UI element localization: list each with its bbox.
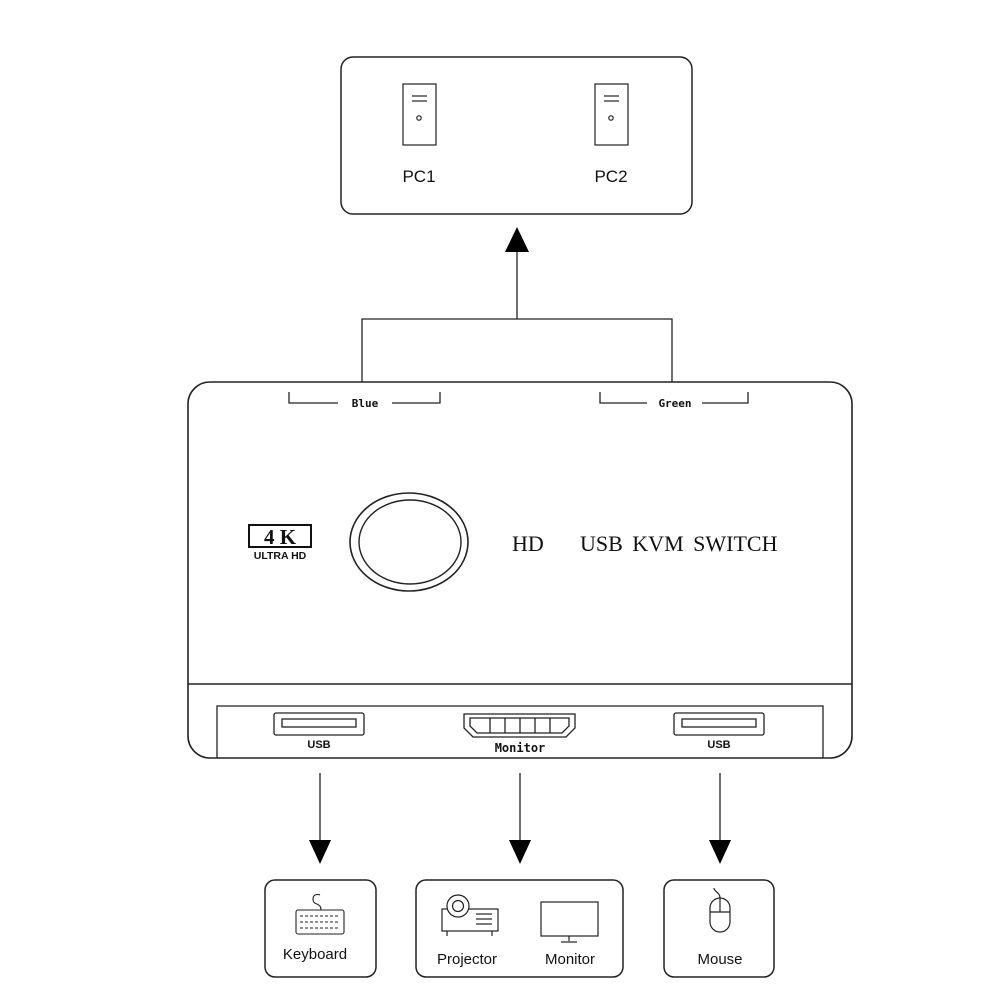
projector-icon bbox=[441, 894, 499, 936]
pc1-tower-icon bbox=[402, 83, 437, 146]
switch-push-button[interactable] bbox=[349, 492, 469, 592]
switch-body: Blue Green 4 K ULTRA HD HD USB KVM SWITC… bbox=[187, 381, 853, 759]
keyboard-label: Keyboard bbox=[283, 946, 347, 963]
arrow-down-head-mouse bbox=[709, 840, 731, 864]
usb-port-right bbox=[673, 712, 765, 736]
monitor-label: Monitor bbox=[545, 951, 595, 968]
4k-badge-text: 4 K bbox=[264, 525, 297, 549]
hdmi-port bbox=[463, 713, 576, 738]
usb-port-right-label: USB bbox=[707, 739, 730, 751]
hd-title: HD bbox=[512, 531, 544, 556]
usb-port-left-label: USB bbox=[307, 739, 330, 751]
down-arrows bbox=[319, 773, 721, 845]
switch-housing bbox=[187, 381, 853, 759]
green-port-bracket bbox=[599, 392, 749, 404]
mouse-label: Mouse bbox=[697, 951, 742, 968]
pc1-label: PC1 bbox=[402, 167, 435, 186]
kvm-switch-title: USB KVM SWITCH bbox=[580, 531, 778, 556]
mouse-icon bbox=[709, 887, 731, 933]
green-port-label: Green bbox=[658, 397, 691, 410]
pc2-label: PC2 bbox=[594, 167, 627, 186]
arrow-up-head bbox=[505, 227, 529, 252]
computers-box bbox=[340, 56, 693, 215]
projector-label: Projector bbox=[437, 951, 497, 968]
arrow-down-head-keyboard bbox=[309, 840, 331, 864]
hdmi-port-label: Monitor bbox=[495, 741, 546, 755]
arrow-down-head-displays bbox=[509, 840, 531, 864]
keyboard-device: Keyboard bbox=[264, 879, 377, 978]
display-devices: Projector Monitor bbox=[415, 879, 624, 978]
mouse-box bbox=[663, 879, 775, 978]
blue-port-bracket bbox=[288, 392, 441, 404]
usb-port-left bbox=[273, 712, 365, 736]
pc2-tower-icon bbox=[594, 83, 629, 146]
switch-front-panel bbox=[216, 705, 824, 758]
blue-port-label: Blue bbox=[352, 397, 379, 410]
mouse-device: Mouse bbox=[663, 879, 775, 978]
computers-group: PC1 PC2 bbox=[340, 56, 693, 215]
pc-connector bbox=[361, 238, 673, 383]
4k-ultra-hd-badge: 4 K ULTRA HD bbox=[248, 524, 312, 562]
ultra-hd-badge-text: ULTRA HD bbox=[254, 550, 307, 562]
keyboard-icon bbox=[295, 893, 345, 935]
monitor-icon bbox=[540, 901, 599, 943]
